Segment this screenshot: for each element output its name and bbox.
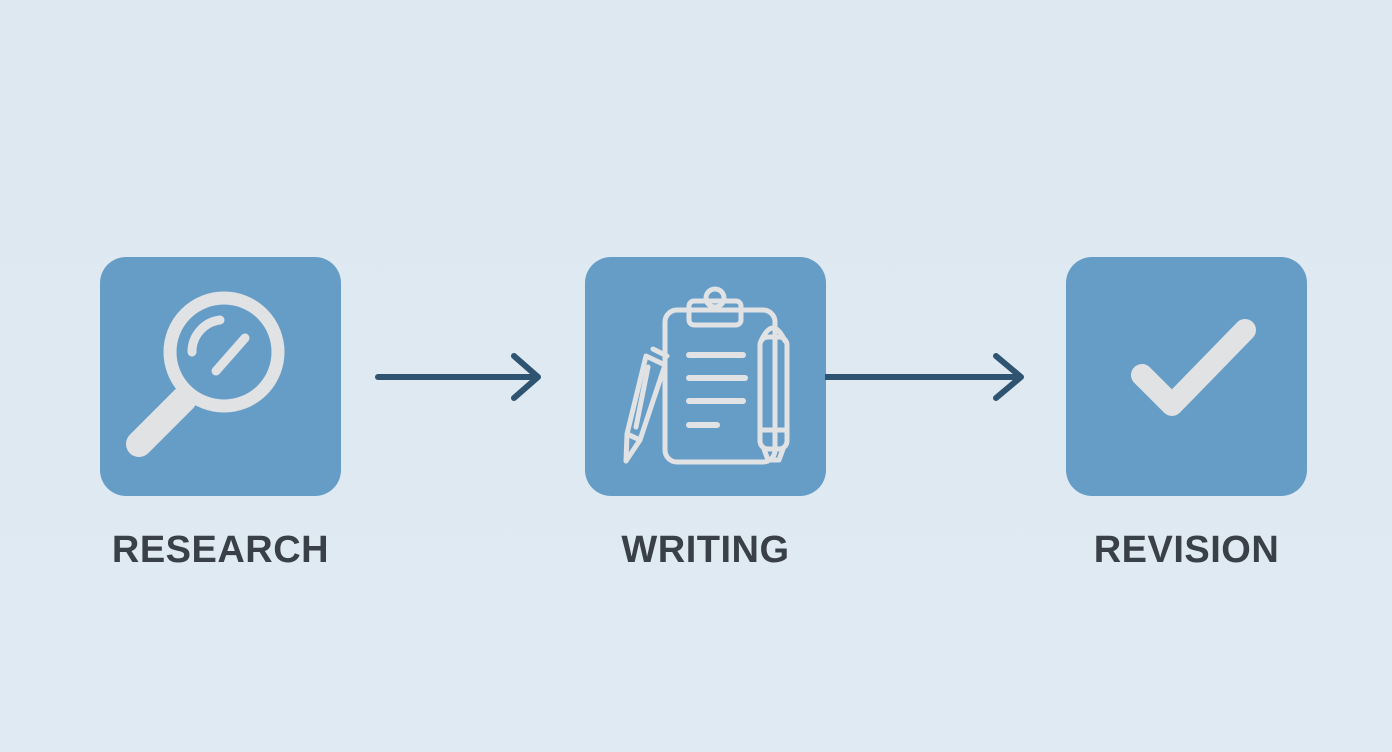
- step-writing-label: WRITING: [621, 529, 790, 571]
- step-writing-box: [585, 257, 826, 496]
- step-research: RESEARCH: [100, 257, 341, 571]
- step-research-label: RESEARCH: [111, 529, 330, 571]
- step-revision-box: [1066, 257, 1307, 496]
- step-revision-label: REVISION: [1093, 529, 1280, 571]
- magnifying-glass-icon: [126, 291, 285, 457]
- step-writing: WRITING: [585, 257, 826, 571]
- step-research-box: [100, 257, 341, 496]
- clipboard-pen-icon: [623, 286, 790, 465]
- arrow-right-icon: [375, 353, 541, 401]
- checkmark-icon: [1131, 319, 1256, 416]
- step-revision: REVISION: [1066, 257, 1307, 571]
- arrow-right-icon: [825, 353, 1024, 401]
